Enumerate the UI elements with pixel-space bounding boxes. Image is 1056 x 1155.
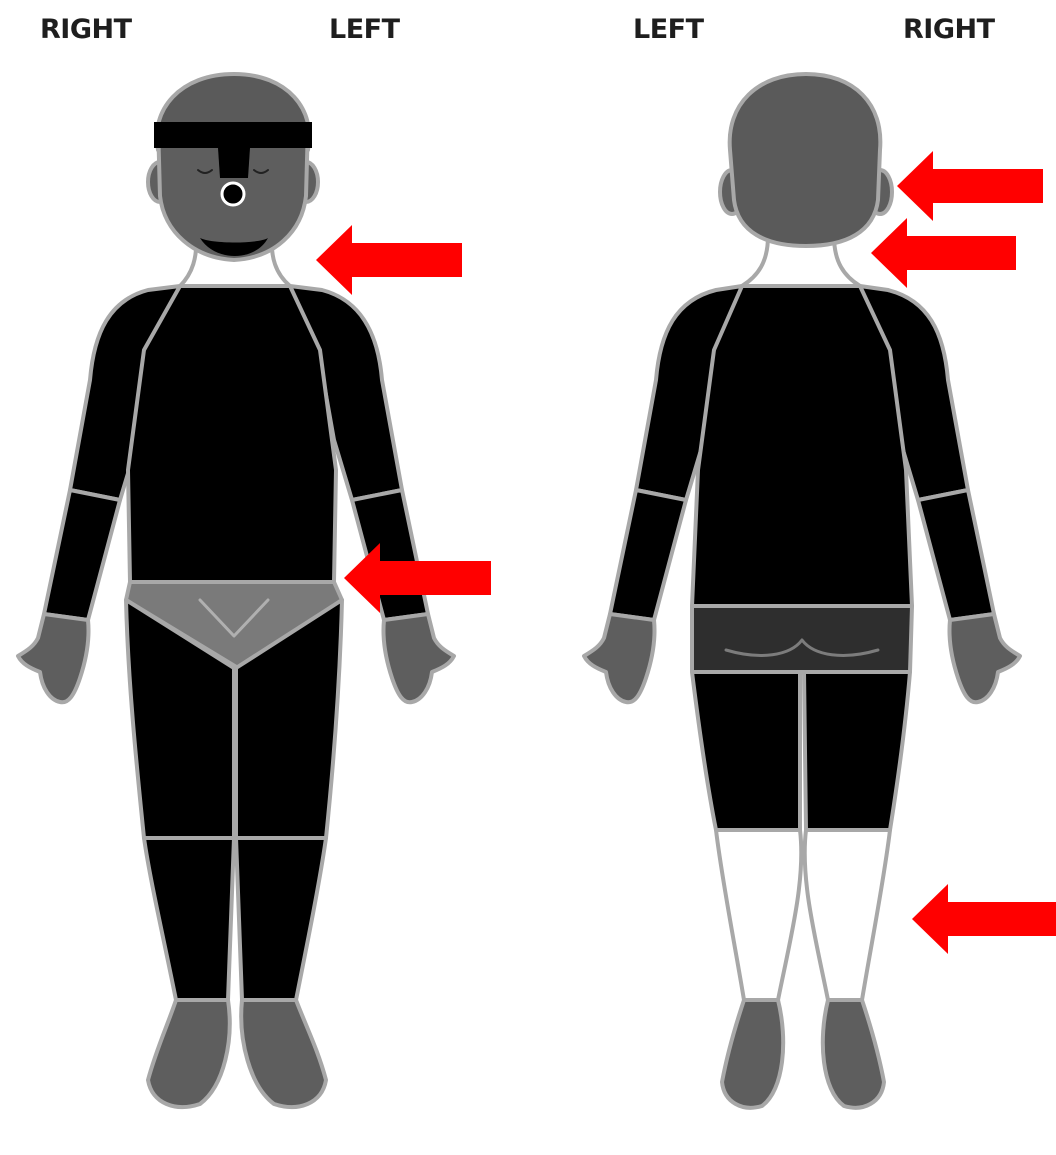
back-head [720,74,892,246]
back-forearm-left [610,490,686,620]
back-foot-right [823,1000,884,1108]
arrow-back-head [897,151,1043,221]
back-hand-left [584,614,655,702]
front-nose-patch [218,148,250,178]
front-head [148,74,318,260]
back-shin-right [805,830,890,1000]
front-hand-right [18,614,89,702]
back-hand-right [949,614,1020,702]
back-thigh-right [804,672,910,830]
back-foot-left [722,1000,783,1108]
arrow-back-lower-legs [912,884,1056,954]
front-foot-left [241,1000,326,1107]
arrow-back-neck [871,218,1016,288]
arrow-front-neck [316,225,462,295]
back-hair [730,74,881,246]
back-torso [692,286,912,606]
back-thigh-left [692,672,800,830]
back-shin-left [716,830,801,1000]
front-torso [128,286,336,582]
front-eye-band [154,122,312,148]
front-mouth-patch [222,183,244,205]
back-forearm-right [918,490,994,620]
front-hand-left [383,614,454,702]
front-foot-right [148,1000,230,1107]
front-shin-right [144,838,234,1000]
back-figure [584,74,1020,1108]
front-shin-left [236,838,326,1000]
front-forearm-left [352,490,428,620]
front-forearm-right [44,490,120,620]
